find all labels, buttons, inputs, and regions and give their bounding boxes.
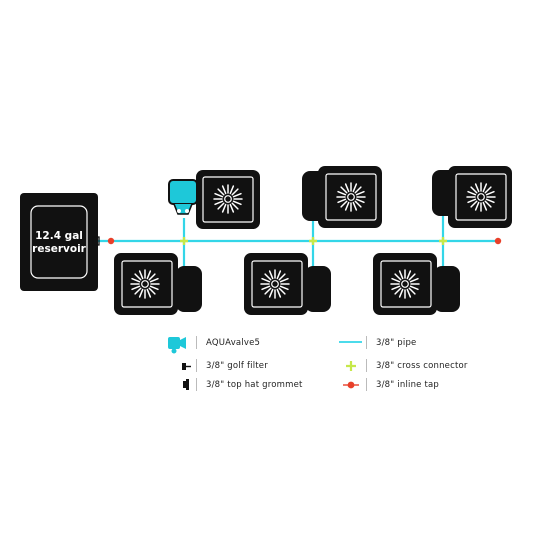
pot-top-2: [302, 166, 382, 228]
golf-filter-icon: [92, 236, 100, 246]
drip-ring-icon: [130, 269, 160, 299]
pot-bottom-2: [244, 253, 331, 315]
drip-ring-icon: [466, 182, 496, 212]
legend-aquavalve-icon: [168, 337, 186, 354]
inline-tap-icon: [107, 237, 115, 245]
drip-ring-icon: [390, 269, 420, 299]
pot-bottom-3: [373, 253, 460, 315]
cross-connector-icon: [180, 237, 188, 245]
drip-ring-icon: [336, 182, 366, 212]
pot-top-3: [432, 166, 512, 228]
cross-connector-icon: [439, 237, 447, 245]
pot-bottom-1: [114, 253, 202, 315]
legend-inline-tap-icon: [343, 381, 359, 389]
drip-ring-icon: [213, 184, 243, 214]
drip-ring-icon: [260, 269, 290, 299]
aquavalve-icon: [168, 179, 198, 215]
legend-cross-connector-icon: [346, 361, 356, 371]
reservoir-label-line1: 12.4 gal: [35, 230, 83, 242]
inline-tap-icon: [494, 237, 502, 245]
legend-golf-filter-icon: [182, 363, 191, 370]
legend-top-hat-grommet-icon: [183, 379, 189, 390]
cross-connector-icon: [309, 237, 317, 245]
pot-top-1: [196, 170, 260, 229]
reservoir-label-line2: reservoir: [32, 243, 87, 255]
reservoir: 12.4 gal reservoir: [20, 193, 98, 291]
